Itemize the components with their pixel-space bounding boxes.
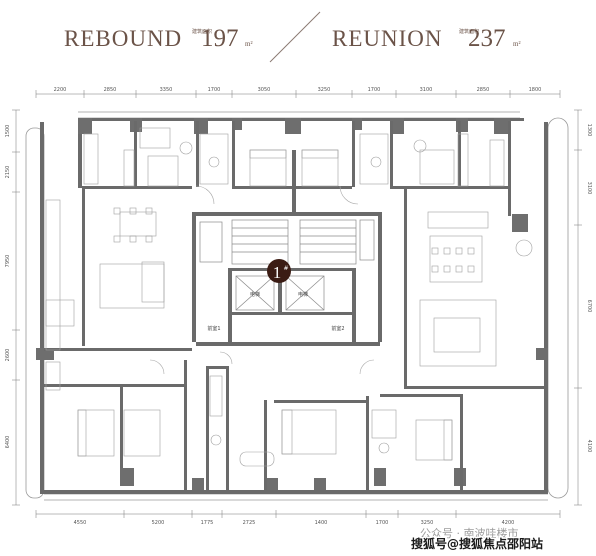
- dim-bottom-6: 1700: [376, 520, 389, 526]
- bed: [281, 409, 337, 455]
- front-lobby-1-label: 前室1: [207, 325, 220, 332]
- bed: [301, 149, 339, 187]
- exterior-glazing: [25, 111, 569, 501]
- dim-top-9: 2850: [477, 87, 490, 93]
- door-swings: [149, 185, 375, 375]
- dim-right-2: 3100: [586, 182, 592, 195]
- area-unit-right: m²: [513, 40, 521, 48]
- building-number-badge: 1 #: [267, 259, 291, 283]
- dining-table-right: [429, 235, 483, 283]
- area-unit-left: m²: [245, 40, 253, 48]
- dim-top-5: 3050: [258, 87, 271, 93]
- dim-top-7: 1700: [368, 87, 381, 93]
- title-divider: [269, 11, 321, 63]
- dining-table: [119, 211, 157, 237]
- building-number: 1: [273, 263, 282, 282]
- dim-top-4: 1700: [208, 87, 221, 93]
- unit-name-reunion: REUNION: [332, 26, 443, 51]
- watermark: 公众号 · 南波哇楼市 搜狐号@搜狐焦点邵阳站 搜狐号@搜狐焦点邵阳站: [410, 526, 545, 553]
- dim-left-4: 2600: [5, 349, 11, 362]
- bed: [77, 409, 115, 457]
- bed: [123, 409, 161, 457]
- dim-bottom-7: 3250: [421, 520, 434, 526]
- dim-top-3: 3350: [160, 87, 173, 93]
- badge-circle: [267, 259, 291, 283]
- dim-top-6: 3250: [318, 87, 331, 93]
- watermark-account: 公众号 · 南波哇楼市: [420, 526, 519, 540]
- front-lobby-2-label: 前室2: [331, 325, 344, 332]
- area-value-reunion: 237: [468, 25, 506, 52]
- dim-right-4: 4100: [586, 440, 592, 453]
- dim-right-1: 1300: [586, 124, 592, 137]
- dimension-labels-right: 1300 3100 6700 4100: [586, 124, 592, 453]
- dim-left-5: 6400: [5, 436, 11, 449]
- interior-walls: [44, 121, 544, 492]
- dim-top-8: 3100: [420, 87, 433, 93]
- dim-top-1: 2200: [54, 87, 67, 93]
- unit-name-rebound: REBOUND: [64, 26, 182, 51]
- dim-right-3: 6700: [586, 300, 592, 313]
- elevator-label-1: 电梯: [250, 291, 260, 298]
- dimension-labels-top: 2200 2850 3350 1700 3050 3250 1700 3100 …: [54, 87, 542, 93]
- structural-columns: [36, 118, 548, 490]
- central-core: [192, 150, 382, 346]
- dim-left-2: 2150: [5, 166, 11, 179]
- dim-left-3: 7950: [5, 255, 11, 268]
- watermark-site-outline: 搜狐号@搜狐焦点邵阳站: [411, 536, 543, 551]
- elevator-label-2: 电梯: [298, 291, 308, 298]
- core-labels: 电梯 电梯 前室1 前室2: [207, 291, 344, 332]
- area-value-rebound: 197: [201, 25, 239, 52]
- living-sofa-right: [419, 299, 497, 367]
- dim-bottom-4: 2725: [243, 520, 256, 526]
- dimension-labels-left: 1500 2150 7950 2600 6400: [5, 125, 11, 449]
- dim-bottom-5: 1400: [315, 520, 328, 526]
- dim-top-10: 1800: [529, 87, 542, 93]
- dim-bottom-8: 4200: [502, 520, 515, 526]
- area-label-right: 建筑面积: [459, 28, 479, 35]
- sofa-set: [99, 263, 165, 309]
- bathtub: [239, 451, 275, 467]
- dim-bottom-2: 5200: [152, 520, 165, 526]
- area-label-left: 建筑面积: [192, 28, 212, 35]
- dim-bottom-3: 1775: [201, 520, 214, 526]
- title-header: REBOUND 建筑面积 197 m² REUNION 建筑面积 237 m²: [64, 11, 521, 63]
- dimension-lines: [12, 90, 582, 518]
- watermark-site: 搜狐号@搜狐焦点邵阳站: [411, 536, 543, 551]
- bed: [415, 419, 453, 461]
- dimension-labels-bottom: 4550 5200 1775 2725 1400 1700 3250 4200: [74, 520, 515, 526]
- dim-top-2: 2850: [104, 87, 117, 93]
- dim-left-1: 1500: [5, 125, 11, 138]
- furniture: [45, 127, 533, 467]
- kitchen-counter: [83, 133, 99, 185]
- dim-bottom-1: 4550: [74, 520, 87, 526]
- bed: [249, 149, 287, 187]
- building-number-mark: #: [283, 265, 288, 272]
